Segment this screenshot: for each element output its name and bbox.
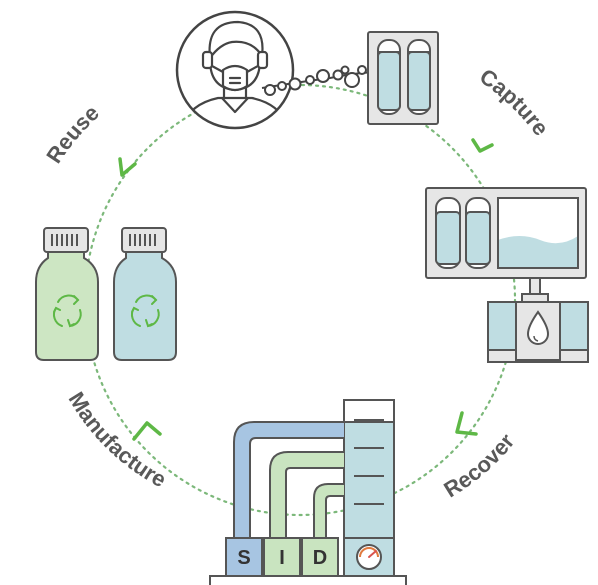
bottle-icon — [113, 227, 177, 361]
cycle-ring — [83, 83, 517, 517]
stage-label-manufacture: Manufacture — [64, 388, 171, 493]
recovery-tank-icon — [425, 187, 589, 363]
canister-icon — [367, 31, 439, 125]
bottle-icon — [35, 227, 99, 361]
recycle-icon — [53, 294, 82, 328]
arrow-chevron-icon — [118, 157, 137, 177]
person-with-mask-icon — [175, 10, 381, 130]
arrow-chevron-icon — [455, 411, 478, 436]
recycle-icon — [131, 294, 160, 328]
stage-label-capture: Capture — [475, 64, 554, 141]
unit-label-i: I — [279, 547, 285, 569]
unit-label-d: D — [313, 547, 327, 569]
droplet-icon — [526, 310, 550, 345]
arrow-chevron-icon — [471, 138, 494, 153]
unit-label-s: S — [237, 547, 250, 569]
arrow-chevron-icon — [132, 421, 162, 441]
stage-label-recover: Recover — [439, 428, 519, 502]
gauge-icon — [356, 544, 382, 570]
stage-label-reuse: Reuse — [41, 100, 104, 168]
